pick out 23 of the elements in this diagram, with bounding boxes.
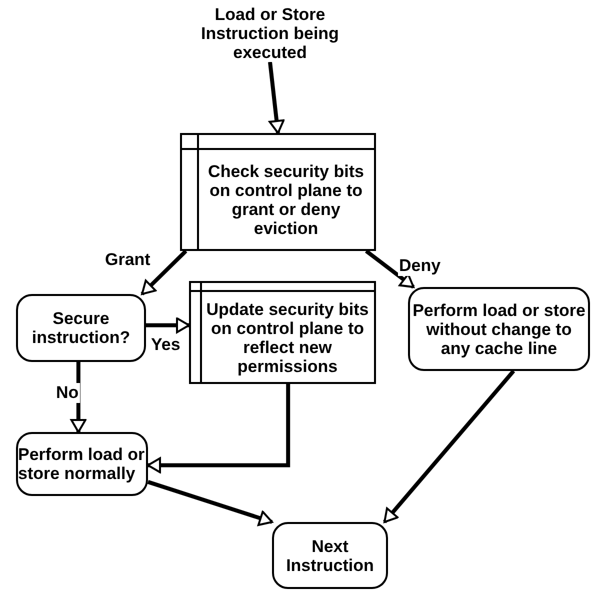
arrow <box>147 480 273 526</box>
arrow <box>146 317 190 334</box>
node-text: Secure instruction? <box>30 309 132 347</box>
edge-label: Deny <box>398 256 442 276</box>
node-text: Check security bits on control plane to grant or deny eviction <box>207 162 365 238</box>
rounded-box <box>272 522 388 589</box>
node-text: Update security bits on control plane to reflect new permissions <box>205 300 370 376</box>
arrow <box>70 362 86 433</box>
arrow <box>268 62 285 134</box>
rounded-box <box>16 432 148 496</box>
text-label: Load or Store Instruction being executed <box>200 4 340 62</box>
arrow <box>147 384 290 474</box>
node-text: Next Instruction <box>285 536 375 574</box>
process-box <box>180 133 376 251</box>
rounded-box <box>16 294 146 362</box>
node-text: Perform load or store normally <box>18 445 146 483</box>
arrow <box>383 370 516 524</box>
node-text: Perform load or store without change to any cache line <box>412 300 586 358</box>
arrow <box>364 249 415 289</box>
arrow <box>140 250 188 296</box>
process-box <box>189 281 376 384</box>
edge-label: No <box>55 383 80 403</box>
rounded-box <box>408 287 590 371</box>
